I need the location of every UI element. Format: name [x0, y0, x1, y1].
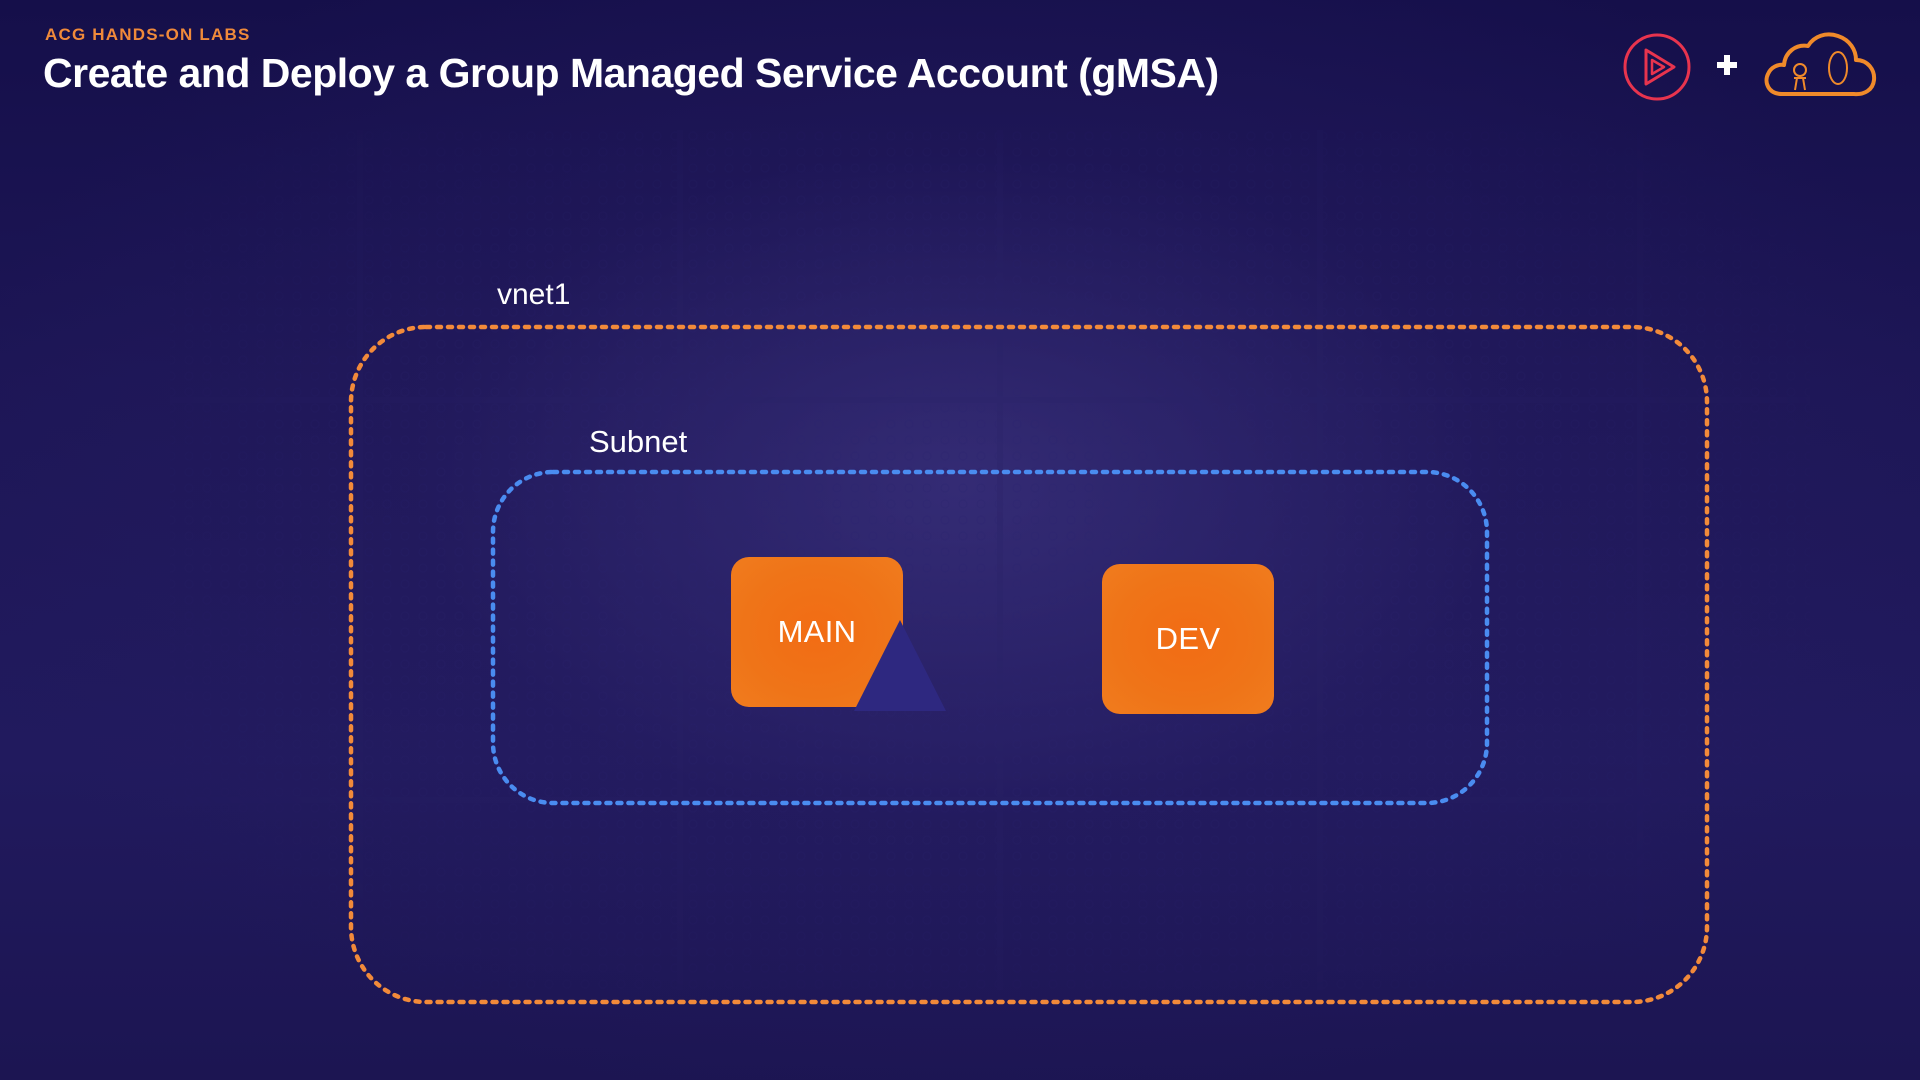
slide-title: Create and Deploy a Group Managed Servic… [43, 50, 1219, 96]
subnet-boundary [490, 469, 1490, 806]
vnet-boundary [348, 324, 1710, 1005]
dev-node-label: DEV [1155, 621, 1221, 656]
play-logo-icon [1623, 33, 1691, 101]
cursor-triangle-shape [854, 620, 946, 711]
vnet-label: vnet1 [497, 278, 571, 311]
main-node-label: MAIN [777, 614, 857, 649]
eyebrow-label: ACG HANDS-ON LABS [45, 25, 251, 44]
subnet-label: Subnet [589, 424, 688, 459]
dev-server-node: DEV [1102, 564, 1274, 714]
cloud-guru-logo-icon [1764, 32, 1877, 97]
plus-icon [1717, 55, 1737, 75]
